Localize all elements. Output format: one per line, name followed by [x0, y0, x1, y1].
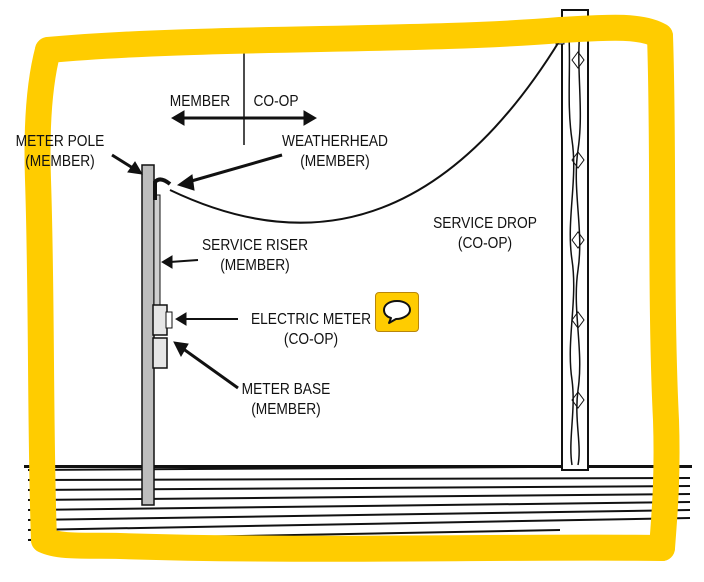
electric-meter-owner: (CO-OP) [283, 331, 339, 348]
service-drop-wire [169, 39, 561, 224]
meter-base-label: METER BASE (MEMBER) [234, 380, 337, 420]
yellow-highlight-outline [24, 14, 680, 562]
meter-pole-label: METER POLE (MEMBER) [8, 132, 111, 172]
meter-pole-title: METER POLE [15, 133, 105, 150]
weatherhead-label: WEATHERHEAD (MEMBER) [279, 132, 391, 172]
service-riser-label: SERVICE RISER (MEMBER) [199, 236, 311, 276]
ground [27, 465, 691, 541]
service-riser-title: SERVICE RISER [201, 237, 309, 254]
service-drop-label: SERVICE DROP (CO-OP) [429, 214, 541, 254]
speech-bubble-icon [383, 300, 411, 324]
weatherhead-owner: (MEMBER) [300, 153, 370, 170]
divider-coop-label: CO-OP [253, 93, 299, 110]
meter-pole [141, 164, 173, 506]
service-drop-owner: (CO-OP) [457, 235, 513, 252]
service-drop-title: SERVICE DROP [433, 215, 537, 232]
electric-meter-title: ELECTRIC METER [250, 311, 372, 328]
divider-member-label: MEMBER [169, 93, 231, 110]
leader-arrows [111, 153, 283, 390]
meter-pole-owner: (MEMBER) [25, 153, 95, 170]
meter-base-title: METER BASE [241, 381, 331, 398]
service-riser-owner: (MEMBER) [220, 257, 290, 274]
comment-button[interactable] [375, 292, 419, 332]
meter-base-owner: (MEMBER) [251, 401, 321, 418]
electric-meter-label: ELECTRIC METER (CO-OP) [247, 310, 376, 350]
utility-pole [555, 9, 589, 471]
ground-line [24, 465, 692, 468]
weatherhead-title: WEATHERHEAD [281, 133, 388, 150]
ownership-divider [171, 45, 317, 145]
